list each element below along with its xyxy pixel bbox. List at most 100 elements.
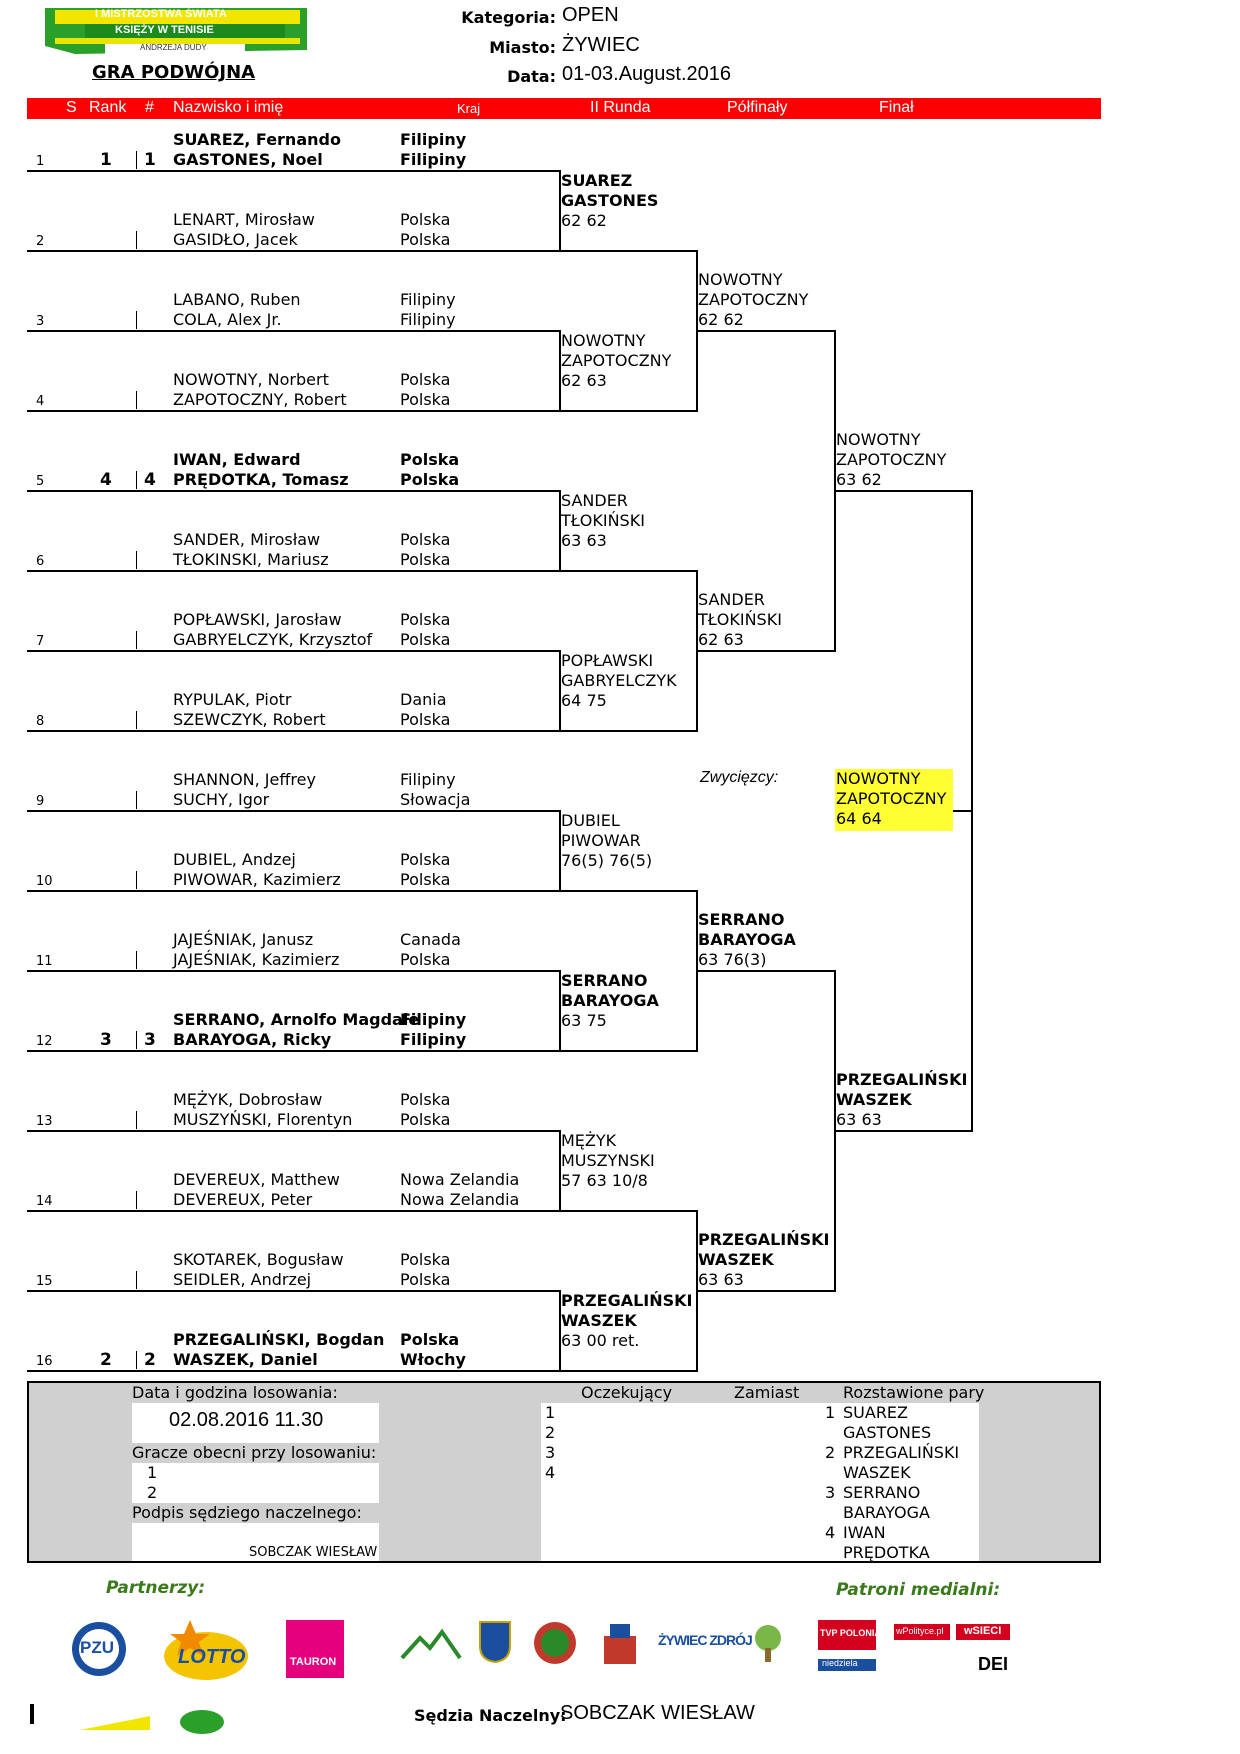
pair-name: POPŁAWSKI	[561, 651, 654, 670]
draw-line	[27, 410, 560, 412]
player-country: Polska	[400, 390, 451, 409]
referee-value: SOBCZAK WIESŁAW	[560, 1702, 755, 1724]
name-separator	[136, 1111, 137, 1129]
name-separator	[136, 631, 137, 649]
pair-name: NOWOTNY	[561, 331, 646, 350]
player-name: GASIDŁO, Jacek	[173, 230, 298, 249]
draw-line	[27, 730, 560, 732]
player-name: LABANO, Ruben	[173, 290, 301, 309]
draw-line	[27, 1050, 560, 1052]
player-name: RYPULAK, Piotr	[173, 690, 292, 709]
pair-name: ZAPOTOCZNY	[836, 450, 947, 469]
name-separator	[136, 951, 137, 969]
player-country: Filipiny	[400, 770, 456, 789]
draw-line	[27, 570, 560, 572]
draw-line	[27, 490, 560, 492]
event-logo-graphic	[45, 8, 307, 54]
player-name: PIWOWAR, Kazimierz	[173, 870, 341, 889]
draw-line	[27, 970, 560, 972]
pair-name: MUSZYNSKI	[561, 1151, 655, 1170]
pair-name: GABRYELCZYK	[561, 671, 677, 690]
draw-info-panel: Data i godzina losowania: 02.08.2016 11.…	[27, 1381, 1101, 1563]
draw-date-label: Data i godzina losowania:	[132, 1383, 338, 1402]
name-separator	[136, 391, 137, 409]
player-country: Polska	[400, 1330, 460, 1349]
present-label: Gracze obecni przy losowaniu:	[132, 1443, 377, 1462]
bracket-connector	[971, 490, 973, 1132]
bracket-line	[560, 250, 697, 252]
winner-score: 64 64	[836, 809, 882, 828]
name-separator	[136, 471, 137, 489]
dei-logo: DEI	[978, 1654, 1009, 1674]
name-separator	[136, 1351, 137, 1369]
winner-name: NOWOTNY	[836, 769, 921, 788]
player-country: Polska	[400, 530, 451, 549]
player-name: DUBIEL, Andzej	[173, 850, 296, 869]
draw-number: 11	[36, 954, 53, 969]
player-country: Nowa Zelandia	[400, 1170, 520, 1189]
col-hash: #	[145, 99, 154, 116]
pair-name: SERRANO	[561, 971, 648, 990]
bracket-connector	[559, 810, 561, 892]
draw-line	[27, 1370, 560, 1372]
bracket-line	[697, 970, 835, 972]
bracket-line	[697, 330, 835, 332]
draw-number: 8	[36, 714, 45, 729]
player-country: Polska	[400, 1110, 451, 1129]
kategoria-label: Kategoria:	[461, 8, 556, 27]
player-country: Canada	[400, 930, 461, 949]
player-country: Filipiny	[400, 1030, 467, 1049]
wsieci-logo: wSIECI	[956, 1624, 1010, 1645]
player-name: JAJEŚNIAK, Janusz	[173, 930, 314, 949]
pair-name: NOWOTNY	[698, 270, 783, 289]
seeded-pair-name: GASTONES	[843, 1423, 932, 1442]
pair-name: NOWOTNY	[836, 430, 921, 449]
name-separator	[136, 1271, 137, 1289]
name-separator	[136, 151, 137, 169]
player-name: ZAPOTOCZNY, Robert	[173, 390, 347, 409]
seed-value: 1	[144, 150, 156, 170]
player-name: SANDER, Mirosław	[173, 530, 321, 549]
round-badge-logo	[532, 1620, 578, 1671]
rank-value: 4	[100, 470, 112, 490]
referee-sign-label: Podpis sędziego naczelnego:	[132, 1503, 362, 1522]
bracket-line	[560, 890, 697, 892]
pair-name: PRZEGALIŃSKI	[698, 1230, 830, 1249]
match-score: 64 75	[561, 691, 607, 710]
col-round2: II Runda	[590, 99, 651, 116]
pair-name: GASTONES	[561, 191, 659, 210]
draw-line	[27, 1210, 560, 1212]
draw-line	[27, 330, 560, 332]
instead-label: Zamiast	[734, 1383, 800, 1402]
mountain-logo	[400, 1628, 462, 1667]
waiting-number: 1	[545, 1403, 556, 1422]
pair-name: ZAPOTOCZNY	[561, 351, 672, 370]
player-name: TŁOKINSKI, Mariusz	[173, 550, 329, 569]
pair-name: PIWOWAR	[561, 831, 641, 850]
draw-line	[27, 650, 560, 652]
pair-name: SANDER	[698, 590, 765, 609]
rank-value: 1	[100, 150, 112, 170]
rank-value: 2	[100, 1350, 112, 1370]
pair-name: ZAPOTOCZNY	[698, 290, 809, 309]
coat-of-arms-logo	[478, 1620, 512, 1669]
draw-number: 3	[36, 314, 45, 329]
match-score: 62 62	[698, 310, 744, 329]
col-final: Finał	[879, 99, 914, 116]
name-separator	[136, 311, 137, 329]
seeded-pair-name: PRĘDOTKA	[843, 1543, 930, 1562]
player-name: BARAYOGA, Ricky	[173, 1030, 332, 1049]
player-country: Polska	[400, 850, 451, 869]
player-country: Filipiny	[400, 290, 456, 309]
bracket-line	[835, 490, 972, 492]
data-label: Data:	[507, 67, 556, 86]
name-separator	[136, 711, 137, 729]
name-separator	[136, 871, 137, 889]
lotto-logo: LOTTO	[160, 1618, 252, 1687]
draw-number: 14	[36, 1194, 53, 1209]
player-country: Polska	[400, 210, 451, 229]
kategoria-value: OPEN	[562, 4, 619, 26]
bracket-connector	[559, 970, 561, 1052]
seeded-number: 2	[825, 1443, 836, 1462]
player-country: Filipiny	[400, 1010, 467, 1029]
